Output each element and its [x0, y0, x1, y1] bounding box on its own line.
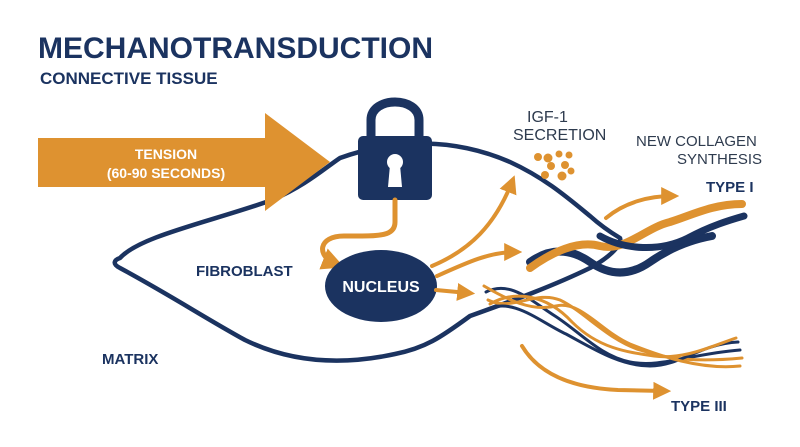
- secretion-label: SECRETION: [513, 127, 606, 144]
- fibroblast-label: FIBROBLAST: [196, 263, 293, 280]
- tension-arrow: TENSION (60-90 SECONDS): [38, 113, 330, 211]
- type-i-arrow: [604, 187, 680, 220]
- igf-signal-arrow: [430, 175, 517, 268]
- collagen-signal-arrow: [435, 243, 523, 278]
- type-iii-collagen-fibers: [482, 284, 744, 369]
- tension-label: TENSION: [135, 146, 197, 162]
- nucleus: [325, 250, 437, 322]
- type-iii-signal-arrow: [434, 283, 476, 301]
- right-arrow-icon: [38, 113, 330, 211]
- padlock-icon: [358, 97, 432, 200]
- igf-label: IGF-1: [527, 109, 568, 126]
- mechanosignal-arrow: [319, 197, 398, 270]
- type-iii-arrow: [520, 344, 672, 400]
- type-iii-label: TYPE III: [671, 398, 727, 415]
- nucleus-label: NUCLEUS: [342, 279, 420, 296]
- page-subtitle: CONNECTIVE TISSUE: [40, 69, 218, 88]
- page-title: MECHANOTRANSDUCTION: [38, 32, 433, 65]
- matrix-label: MATRIX: [102, 351, 158, 368]
- type-i-label: TYPE I: [706, 179, 754, 196]
- type-i-collagen-helix: [526, 200, 748, 277]
- collagen-label: NEW COLLAGEN: [636, 133, 757, 150]
- synthesis-label: SYNTHESIS: [677, 151, 762, 168]
- fibroblast-membrane: [112, 141, 623, 363]
- tension-duration-label: (60-90 SECONDS): [107, 165, 225, 181]
- igf-particles: [534, 150, 575, 181]
